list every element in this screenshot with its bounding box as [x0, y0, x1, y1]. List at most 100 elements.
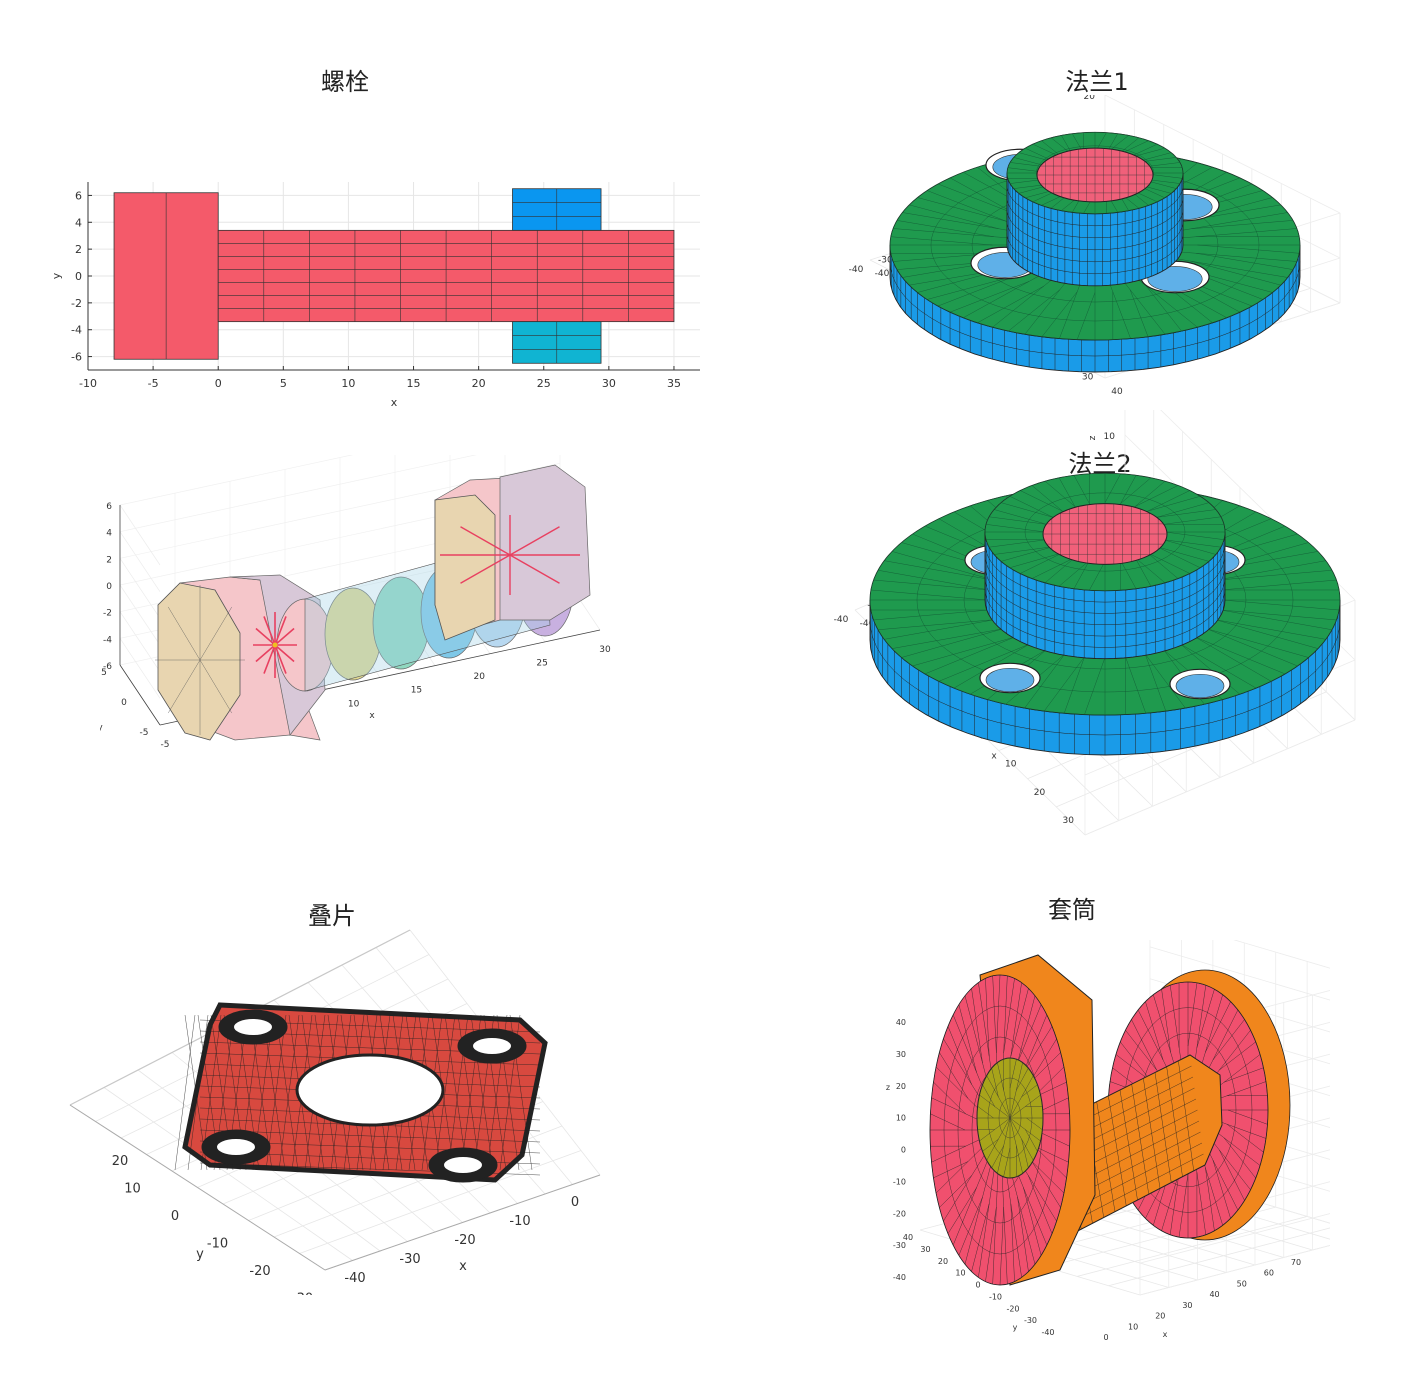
x-tick-label: 0	[1103, 1333, 1108, 1342]
y-tick-label: -40	[1041, 1328, 1054, 1337]
y-tick-label: -2	[71, 297, 82, 310]
flange-top-mesh	[1197, 244, 1300, 254]
flange-top-mesh	[1194, 636, 1272, 682]
sleeve-front-mesh	[1031, 1161, 1061, 1208]
washer-hole-0	[232, 1017, 274, 1037]
sleeve-back-mesh	[1212, 1159, 1231, 1219]
hub-top-mesh	[1147, 496, 1201, 512]
x-tick-label: 35	[667, 377, 681, 390]
grid-line	[1084, 719, 1356, 836]
y-tick-label: 20	[938, 1257, 948, 1266]
washer-center-hole	[295, 1053, 445, 1127]
grid-line	[119, 531, 161, 592]
bolt-spokes-left	[274, 644, 287, 674]
flange-top-mesh	[870, 589, 988, 601]
y-tick-label: 30	[920, 1245, 930, 1254]
sleeve-back-mesh	[1187, 982, 1198, 1047]
x-tick-label: -5	[148, 377, 159, 390]
z-tick-label: 6	[106, 502, 112, 512]
bolt-spokes-left	[274, 627, 295, 646]
z-tick-label: -30	[893, 1241, 906, 1250]
flange-top-mesh	[890, 236, 993, 246]
flange-top-mesh	[1146, 286, 1182, 332]
x-tick-label: 30	[602, 377, 616, 390]
flange-base-side-mesh	[889, 260, 1301, 357]
washer-title: 叠片	[308, 902, 356, 930]
y-tick-label: -40	[849, 265, 864, 275]
x-axis-label: x	[1163, 1330, 1168, 1339]
sleeve-front-mesh	[947, 1026, 972, 1085]
bolt-spokes-left	[274, 616, 287, 646]
flange-top-mesh	[1222, 599, 1340, 611]
bolt-nut-side	[499, 464, 591, 621]
flange-top-mesh	[1044, 656, 1085, 712]
sleeve-bore-mesh	[1021, 1084, 1038, 1097]
grid-line	[1139, 1213, 1330, 1264]
sleeve-front-mesh	[971, 988, 983, 1063]
hub-top-mesh	[1147, 552, 1179, 579]
x-tick-label: 30	[599, 645, 611, 655]
flange-top-mesh	[938, 643, 1030, 682]
hub-top-mesh	[1134, 485, 1179, 507]
washer-mesh-line	[278, 1014, 300, 1171]
z-tick-label: -20	[893, 1209, 906, 1218]
flange-top-mesh	[1206, 628, 1298, 667]
x-tick-label: 60	[1264, 1269, 1274, 1278]
z-tick-label: 0	[106, 582, 112, 592]
sleeve-bore-mesh	[982, 1139, 999, 1152]
bolt-spokes-left	[263, 644, 276, 674]
grid-line	[119, 504, 161, 566]
y-tick-label: 0	[975, 1281, 980, 1290]
nut-spokes	[509, 526, 560, 556]
grid-line	[119, 455, 354, 506]
flange-top-mesh	[877, 619, 995, 630]
y-tick-label: 10	[955, 1269, 965, 1278]
x-axis-label: x	[459, 1259, 467, 1274]
head-mesh	[199, 659, 232, 714]
hub-top-mesh	[1156, 546, 1201, 568]
sleeve-back-mesh	[1212, 1019, 1245, 1061]
sleeve-bore-mesh	[979, 1094, 1011, 1119]
axis-edge	[69, 1104, 326, 1271]
x-tick-label: -30	[399, 1252, 420, 1267]
sleeve-back-mesh	[1145, 1001, 1164, 1061]
y-tick-label: -5	[140, 728, 149, 738]
y-tick-label: 40	[903, 1233, 913, 1242]
bolt-hole-wall-3	[1147, 266, 1203, 292]
y-tick-label: -40	[834, 615, 849, 625]
x-tick-label: -20	[454, 1233, 475, 1248]
sleeve-bore-mesh	[1003, 1147, 1011, 1177]
x-axis-label: x	[369, 711, 375, 721]
hub-top-mesh	[1104, 473, 1121, 503]
x-tick-label: 30	[1063, 816, 1075, 826]
grid-line	[119, 558, 161, 619]
x-tick-label: 20	[474, 672, 486, 682]
hub-top-mesh	[1164, 531, 1224, 540]
washer-hole-2	[215, 1137, 257, 1157]
flange-top-mesh	[927, 275, 1017, 300]
nut-spokes	[460, 554, 511, 584]
x-tick-label: -10	[509, 1214, 530, 1229]
nut-spokes	[460, 526, 511, 556]
sleeve-back-mesh	[1205, 1001, 1231, 1053]
washer-mesh-line	[434, 1014, 456, 1171]
hub-top-mesh	[1058, 560, 1090, 587]
flange-hub-side-mesh	[984, 588, 1226, 648]
z-tick-label: 10	[896, 1114, 906, 1123]
grid-line	[119, 584, 161, 646]
x-tick-label: 20	[472, 377, 486, 390]
sleeve-back-mesh	[1161, 1172, 1180, 1231]
y-tick-label: -6	[71, 351, 82, 364]
flange-top-mesh	[977, 285, 1044, 323]
x-tick-label: 40	[1111, 387, 1123, 395]
sleeve-bore-mesh	[1016, 1068, 1029, 1091]
grid-line	[119, 638, 161, 699]
sleeve-back-mesh	[1223, 1137, 1256, 1179]
sleeve-3d-chart: 403020100-10-20-30-40403020100-10-20-30-…	[886, 940, 1330, 1342]
x-tick-label: 10	[341, 377, 355, 390]
sleeve-back-mesh	[1227, 1109, 1268, 1125]
washer-mesh-line	[444, 1014, 468, 1171]
x-tick-label: 40	[1209, 1290, 1219, 1299]
